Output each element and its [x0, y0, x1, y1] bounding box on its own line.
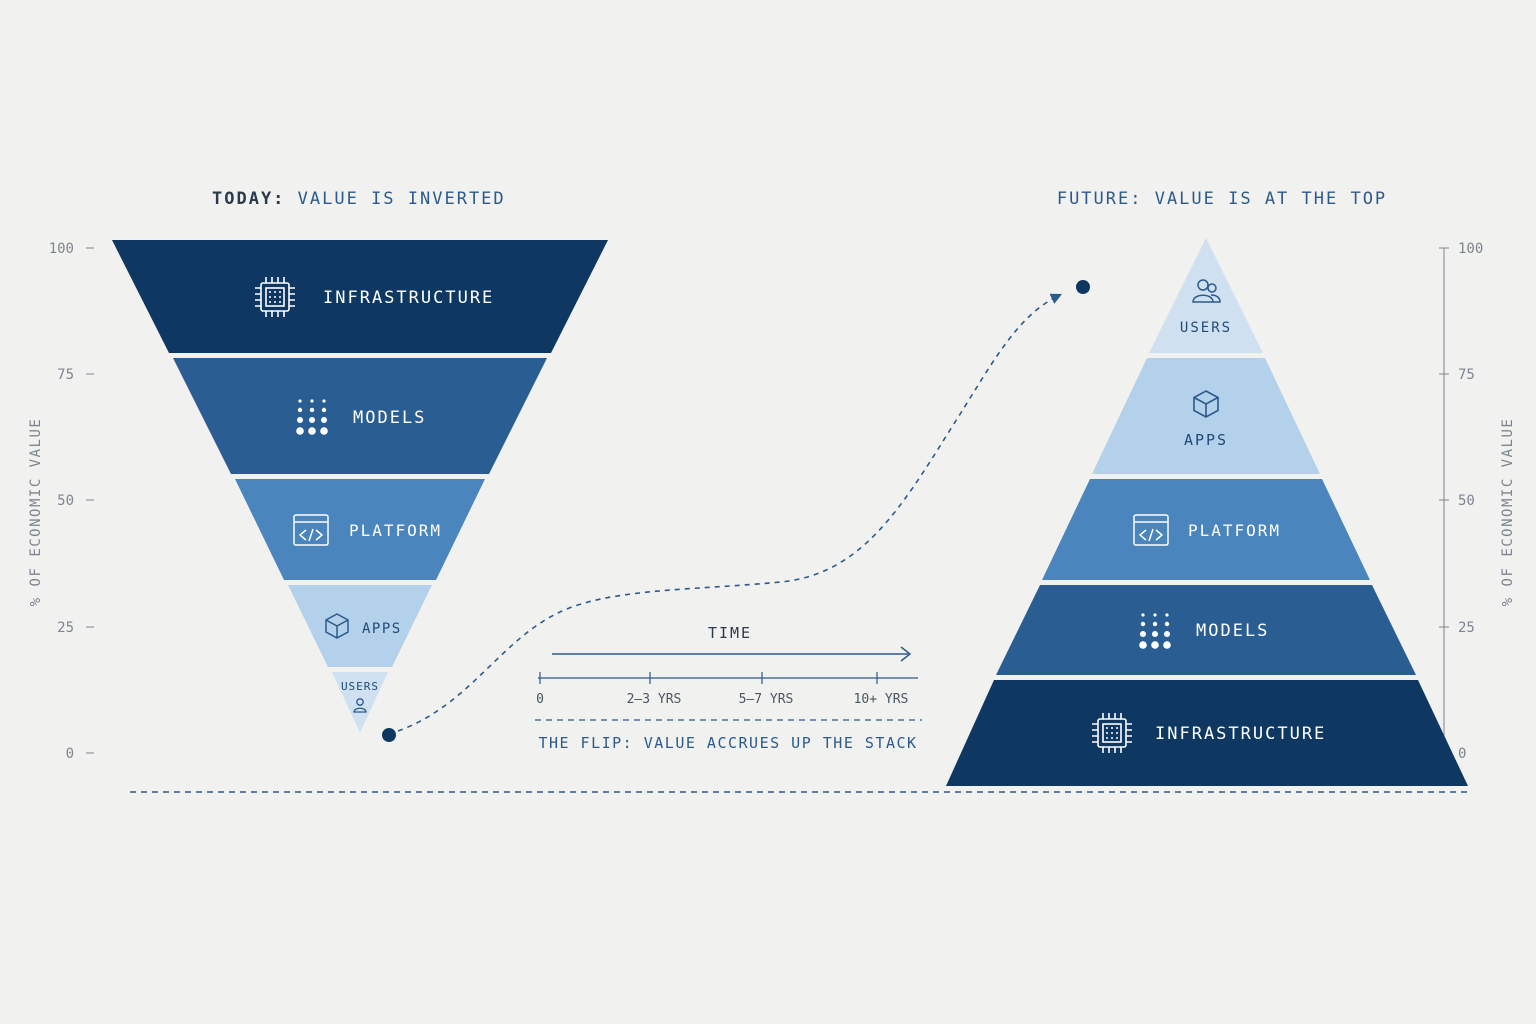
left-axis-tick-label: 50 — [57, 493, 74, 509]
right-y-axis: 100 75 50 25 0 — [1439, 241, 1483, 762]
right-axis-tick-label: 0 — [1458, 746, 1466, 762]
left-axis-label: % OF ECONOMIC VALUE — [28, 418, 44, 607]
user-icon — [353, 698, 367, 713]
left-axis-tick-label: 75 — [57, 367, 74, 383]
right-layer-platform — [1042, 479, 1370, 580]
time-arrowhead — [900, 646, 912, 662]
pyramid: USERS APPS PLATFORM MODELS INFRASTRUCTUR… — [946, 238, 1468, 786]
right-title: FUTURE: VALUE IS AT THE TOP — [1057, 189, 1387, 209]
right-label-apps: APPS — [1184, 431, 1228, 449]
left-axis-tick-label: 25 — [57, 620, 74, 636]
left-layer-infrastructure — [112, 240, 608, 353]
left-layer-users — [332, 672, 388, 733]
left-title-rest: VALUE IS INVERTED — [285, 189, 505, 209]
right-axis-tick-label: 75 — [1458, 367, 1475, 383]
users-icon — [1192, 279, 1221, 303]
inverted-pyramid: INFRASTRUCTURE MODELS PLATFORM APPS USER… — [112, 240, 608, 733]
right-axis-tick-label: 100 — [1458, 241, 1483, 257]
right-label-users: USERS — [1180, 320, 1232, 336]
cube-icon — [1193, 390, 1219, 418]
left-label-platform: PLATFORM — [349, 521, 442, 540]
right-label-platform: PLATFORM — [1188, 521, 1281, 540]
left-layer-platform — [235, 479, 485, 580]
right-label-models: MODELS — [1196, 621, 1269, 641]
left-label-infrastructure: INFRASTRUCTURE — [323, 288, 494, 308]
left-layer-apps — [288, 585, 432, 667]
left-axis-tick-label: 0 — [66, 746, 74, 762]
cube-icon — [325, 613, 349, 639]
chip-icon — [254, 276, 296, 318]
right-label-infrastructure: INFRASTRUCTURE — [1155, 724, 1326, 744]
left-layer-models — [173, 358, 547, 474]
timeline-tick-label: 2–3 YRS — [627, 692, 682, 707]
timeline-tick-label: 10+ YRS — [854, 692, 909, 707]
left-title-strong: TODAY: — [212, 189, 285, 209]
timeline-ticks: 0 2–3 YRS 5–7 YRS 10+ YRS — [536, 672, 908, 707]
timeline-caption: THE FLIP: VALUE ACCRUES UP THE STACK — [538, 734, 917, 752]
right-axis-tick-label: 50 — [1458, 493, 1475, 509]
left-title: TODAY: VALUE IS INVERTED — [212, 189, 506, 209]
left-axis-tick-label: 100 — [49, 241, 74, 257]
left-label-apps: APPS — [362, 621, 402, 637]
timeline-title: TIME — [708, 624, 752, 642]
end-point-dot — [1076, 280, 1090, 294]
chip-icon — [1091, 712, 1133, 754]
right-axis-tick-label: 25 — [1458, 620, 1475, 636]
right-layer-models — [996, 585, 1416, 675]
timeline-tick-label: 5–7 YRS — [739, 692, 794, 707]
timeline: TIME 0 2–3 YRS 5–7 YRS 10+ YRS THE FLIP: VA… — [535, 624, 922, 752]
left-label-models: MODELS — [353, 408, 426, 428]
timeline-tick-label: 0 — [536, 692, 544, 707]
flip-arrow-curve — [397, 293, 1063, 732]
start-point-dot — [382, 728, 396, 742]
left-label-users: USERS — [341, 680, 379, 693]
right-axis-label: % OF ECONOMIC VALUE — [1500, 418, 1516, 607]
right-layer-infrastructure — [946, 680, 1468, 786]
left-y-axis: 100 75 50 25 0 — [49, 241, 94, 762]
